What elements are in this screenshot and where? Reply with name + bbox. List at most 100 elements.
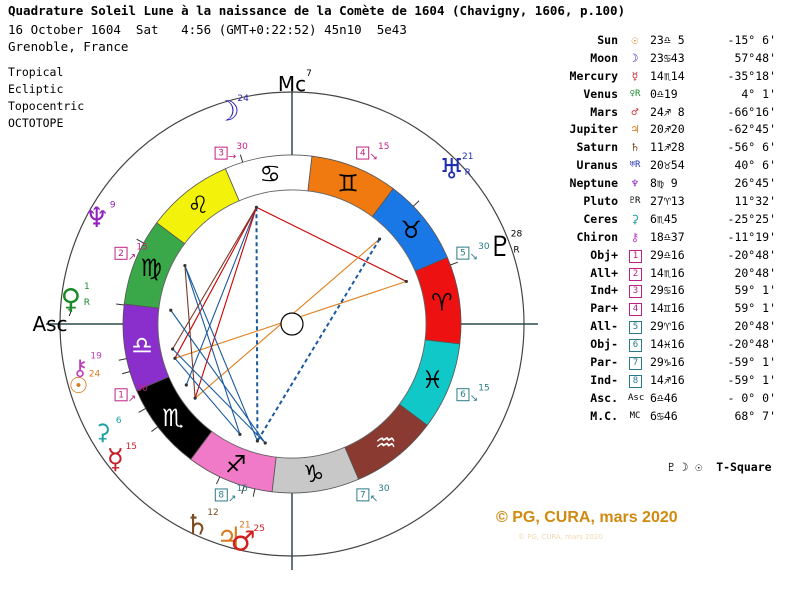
position-latitude: 20°48' (734, 265, 776, 280)
planet-retrograde-flag: R (84, 298, 90, 308)
position-name: Neptune (569, 176, 618, 191)
position-name: Saturn (576, 140, 618, 155)
position-latitude: -25°25' (727, 211, 776, 226)
position-latitude: -62°45' (727, 122, 776, 137)
planet-degree: 21 (239, 520, 250, 530)
position-glyph: 5 (629, 321, 642, 335)
position-glyph: 3 (629, 285, 642, 299)
arabic-point-degree: 30 (378, 484, 390, 494)
position-glyph: ☽ (631, 50, 639, 65)
position-longitude: 23♋43 (650, 50, 685, 65)
planet-degree: 28 (511, 229, 523, 239)
arabic-point-degree: 15 (378, 142, 389, 152)
arabic-point-marker: 8↗15 (214, 484, 248, 504)
aspect-line (174, 207, 257, 359)
planet-position-dot (263, 441, 267, 445)
position-name: Jupiter (569, 122, 618, 137)
planet-degree: 24 (89, 370, 101, 380)
arabic-point-number: 3 (218, 149, 224, 159)
planet-tick (151, 426, 159, 432)
copyright-watermark: © PG, CURA, mars 2020 (518, 533, 603, 541)
planet-glyph-icon: ♄ (184, 509, 209, 542)
position-latitude: -59° 1' (727, 372, 776, 387)
copyright-notice: © PG, CURA, mars 2020 (496, 509, 678, 526)
position-latitude: 59° 1' (734, 301, 776, 316)
position-row: Mars♂24♐ 8-66°16' (548, 104, 798, 122)
planet-tick (136, 238, 144, 244)
zodiac-glyph-pisces: ♓ (422, 366, 444, 394)
position-longitude: 23♎ 5 (650, 33, 685, 47)
zodiac-glyph-virgo: ♍ (141, 254, 163, 282)
position-longitude: 11♐28 (650, 140, 685, 155)
position-name: Mercury (569, 68, 618, 83)
planet-degree: 9 (110, 200, 116, 210)
position-glyph: Asc (628, 392, 645, 403)
arabic-point-box (456, 388, 470, 402)
planet-retrograde-flag: R (513, 245, 519, 255)
arabic-point-degree: 15 (136, 242, 147, 252)
aspect-line (194, 207, 257, 399)
planet-degree: 15 (126, 442, 137, 452)
position-glyph: ⚳ (630, 211, 640, 226)
position-name: Chiron (576, 229, 618, 244)
arabic-point-box (356, 488, 370, 502)
position-glyph: ♆ (631, 176, 639, 191)
planet-degree: 19 (90, 351, 102, 361)
aspect-line (170, 309, 266, 444)
position-name: M.C. (590, 408, 618, 423)
setting-coordinates: Ecliptic (8, 82, 64, 96)
position-glyph: 6 (629, 339, 642, 353)
position-latitude: 4° 1' (741, 86, 776, 101)
position-longitude: 24♐ 8 (650, 104, 685, 119)
arabic-point-number: 1 (118, 390, 124, 400)
position-name: Pluto (583, 194, 618, 209)
arabic-point-box (114, 246, 128, 260)
position-row: Sun☉23♎ 5-15° 6' (548, 32, 798, 50)
arabic-point-box (214, 488, 228, 502)
planet-glyph-icon: ⚷ (72, 356, 88, 381)
position-name: Sun (597, 33, 618, 47)
planet-tick (239, 154, 244, 163)
planet-position-dot (184, 383, 188, 387)
position-longitude: 29♋16 (650, 283, 685, 298)
planet-tick (121, 371, 130, 375)
position-latitude: 68° 7' (734, 408, 776, 423)
position-name: Ind+ (590, 283, 618, 298)
position-longitude: 6♏45 (650, 211, 678, 226)
position-name: All+ (590, 265, 618, 280)
position-longitude: 6♎46 (650, 390, 678, 405)
arabic-point-arrow-icon: ↖ (370, 493, 378, 504)
planet-degree: 1 (84, 282, 90, 292)
position-row: Chiron⚷18♎37-11°19' (548, 229, 798, 247)
planet-tick (450, 261, 459, 266)
arabic-point-degree: 30 (478, 242, 490, 252)
position-row: Saturn♄11♐28-56° 6' (548, 139, 798, 157)
planet-tick (116, 303, 125, 306)
planet-glyph-icon: ♀ (61, 282, 82, 315)
arabic-point-box (214, 146, 228, 160)
aspect-line (184, 265, 196, 399)
position-glyph: 8 (629, 374, 642, 388)
zodiac-glyph-libra: ♎ (131, 332, 153, 360)
position-longitude: 27♈13 (650, 194, 685, 209)
angle-label-asc: Asc (32, 312, 67, 336)
aspect-line (184, 265, 258, 442)
place-line: Grenoble, France (8, 39, 129, 54)
arabic-point-degree: 30 (136, 384, 148, 394)
arabic-point-arrow-icon: → (228, 152, 236, 163)
position-glyph: ☉ (631, 33, 639, 47)
aspect-line (184, 265, 241, 435)
position-glyph: 7 (629, 357, 642, 371)
planet-degree: 25 (253, 524, 264, 534)
planet-position-dot (183, 263, 187, 268)
setting-zodiac: Tropical (8, 65, 64, 79)
position-glyph: ♄ (631, 140, 639, 155)
arabic-point-marker: 6↘15 (456, 384, 490, 404)
